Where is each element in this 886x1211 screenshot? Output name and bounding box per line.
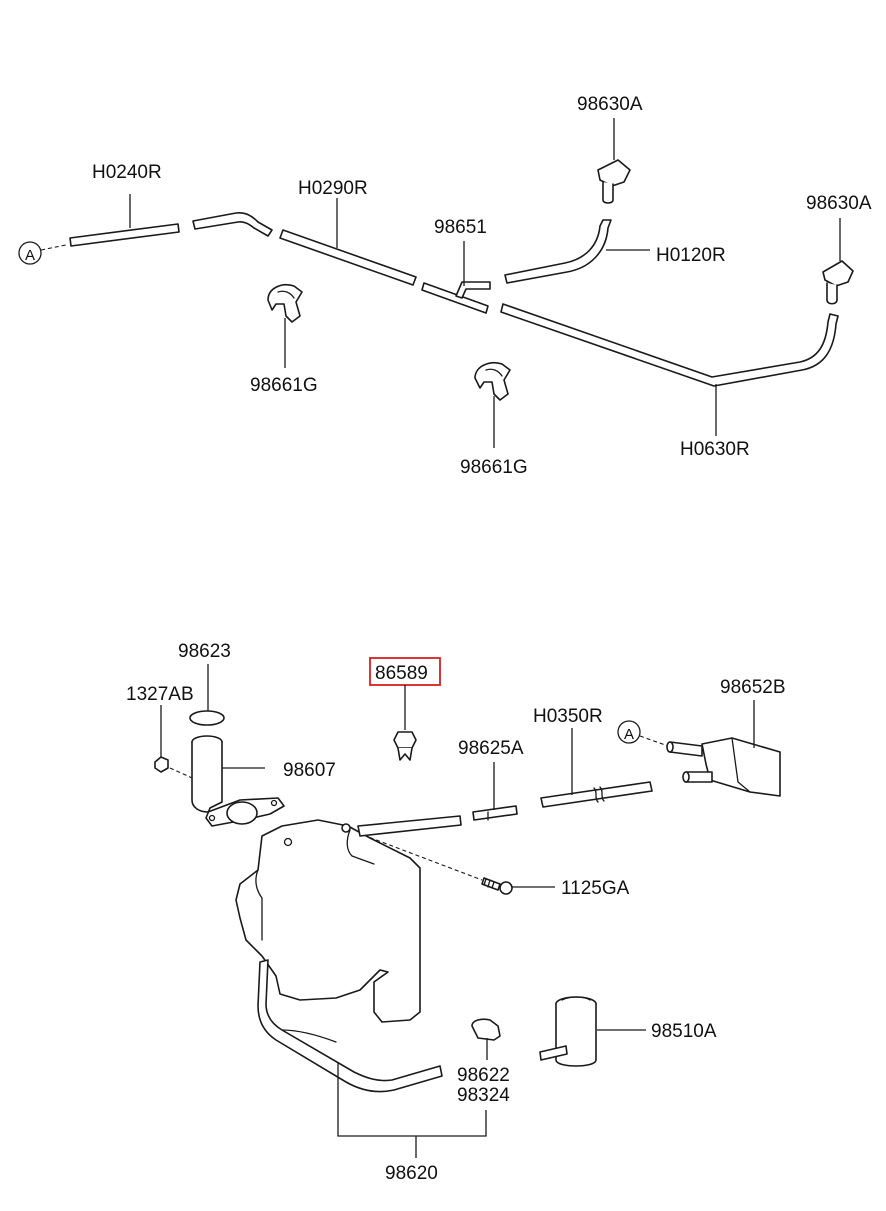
label-98623: 98623 (178, 641, 231, 662)
washer-nozzle-98630a-2: 98630A (806, 193, 872, 305)
hose-h0120r: H0120R (504, 219, 726, 284)
label-h0290r: H0290R (298, 178, 368, 199)
push-clip-86589[interactable]: 86589 (369, 657, 441, 761)
label-98652b: 98652B (720, 677, 786, 698)
label-98630a-1: 98630A (577, 94, 643, 115)
hose-h0350r: H0350R (533, 706, 653, 808)
label-1327ab: 1327AB (126, 684, 194, 705)
nut-1327ab: 1327AB (126, 684, 211, 787)
hose-h0240r: H0240R (69, 162, 180, 247)
label-98661g-1: 98661G (250, 375, 318, 396)
label-86589: 86589 (375, 663, 428, 684)
washer-motor-98510a: 98510A (539, 996, 717, 1067)
label-98661g-2: 98661G (460, 457, 528, 478)
tee-connector-98651: 98651 (421, 217, 491, 314)
hose-h0290r: H0290R (279, 178, 417, 286)
label-98324: 98324 (457, 1085, 510, 1106)
label-h0630r: H0630R (680, 439, 750, 460)
connector-98625a: 98625A (458, 738, 524, 821)
label-98651: 98651 (434, 217, 487, 238)
label-98620: 98620 (385, 1163, 438, 1184)
hose-h0630r: H0630R (500, 303, 839, 460)
label-98625a: 98625A (458, 738, 524, 759)
filler-neck-98607: 98607 (191, 735, 336, 827)
label-1125ga: 1125GA (561, 878, 630, 899)
reference-marker-a-top: A (18, 241, 67, 265)
hose-elbow-top (192, 212, 273, 237)
label-h0120r: H0120R (656, 245, 726, 266)
washer-nozzle-98630a-1: 98630A (577, 94, 643, 204)
hose-clip-98661g-1: 98661G (250, 284, 318, 396)
washer-pump-98652b: 98652B (666, 677, 786, 797)
reference-marker-a-top-label: A (25, 247, 35, 264)
label-98630a-2: 98630A (806, 193, 872, 214)
hose-clip-98661g-2: 98661G (460, 362, 528, 478)
label-h0350r: H0350R (533, 706, 603, 727)
label-h0240r: H0240R (92, 162, 162, 183)
label-98622: 98622 (457, 1065, 510, 1086)
grommet-98622: 98622 98324 (457, 1018, 510, 1106)
assembly-bracket-98620: 98620 (337, 1062, 487, 1184)
seal-98623: 98623 (178, 641, 231, 726)
washer-reservoir-tank (235, 815, 462, 1093)
label-98607: 98607 (283, 760, 336, 781)
reference-marker-a-bottom: A (617, 720, 669, 747)
label-98510a: 98510A (651, 1021, 717, 1042)
reference-marker-a-bottom-label: A (624, 726, 634, 743)
